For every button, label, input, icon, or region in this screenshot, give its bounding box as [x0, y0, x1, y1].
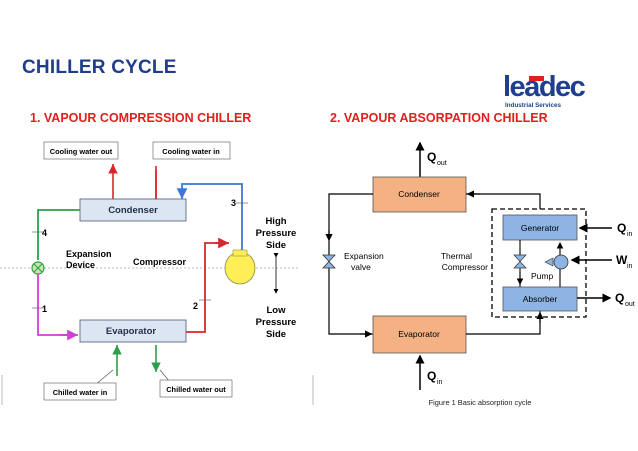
point-4-label: 4 [42, 228, 47, 238]
generator-to-condenser-line [466, 193, 541, 209]
logo-tagline: Industrial Services [505, 102, 561, 109]
q-in-bottom-sub: in [437, 379, 443, 386]
cooling-water-out-box [43, 141, 119, 160]
absorber-label: Absorber [523, 294, 558, 304]
cooling-water-in-box [152, 141, 231, 160]
q-out-top-sub: out [437, 160, 447, 167]
pump-nozzle [544, 257, 554, 267]
thermal-compressor-boundary [491, 208, 587, 318]
low-pressure-label-2: Pressure [256, 317, 297, 328]
q-in-generator-label: Q [617, 221, 626, 235]
chilled-water-in-box [43, 382, 117, 401]
compression-diagram: Cooling water out Cooling water in Conde… [0, 141, 300, 401]
generator-box [502, 214, 578, 241]
w-in-label: W [616, 253, 628, 267]
thermal-compressor-label-1: Thermal [441, 251, 472, 261]
point-3-label: 3 [231, 198, 236, 208]
expansion-valve-label-2: valve [351, 262, 371, 272]
pump-label: Pump [531, 271, 553, 281]
expansion-label-2: Device [66, 260, 95, 270]
w-in-sub: in [627, 263, 633, 270]
logo-accent-bar [529, 76, 544, 81]
expansion-valve-label-1: Expansion [344, 251, 384, 261]
expansion-label-1: Expansion [66, 249, 112, 259]
evaporator-label: Evaporator [106, 326, 156, 337]
suction-pipe [186, 242, 226, 333]
q-out-absorber-sub: out [625, 301, 635, 308]
evaporator-label-absorption: Evaporator [398, 329, 440, 339]
compressor-icon [224, 251, 256, 285]
cooling-water-in-label: Cooling water in [162, 147, 220, 156]
condenser-label-absorption: Condenser [398, 189, 440, 199]
subtitle-absorption: 2. VAPOUR ABSORPATION CHILLER [330, 111, 548, 125]
expansion-cross-b [33, 263, 43, 273]
q-out-absorber-label: Q [615, 291, 624, 305]
absorption-diagram: Q out Condenser Expansion valve Evaporat… [322, 141, 635, 407]
discharge-pipe [181, 183, 243, 252]
compressor-head [232, 249, 248, 257]
high-pressure-label-3: Side [266, 240, 286, 251]
low-pressure-label-3: Side [266, 329, 286, 340]
liquid-line-pipe [37, 209, 80, 260]
chilled-water-in-label: Chilled water in [53, 388, 108, 397]
q-out-top-label: Q [427, 150, 436, 164]
expansion-valve-icon [322, 254, 336, 269]
absorber-box [502, 286, 578, 312]
evaporator-box [79, 319, 187, 343]
point-2-label: 2 [193, 301, 198, 311]
chilled-water-out-label: Chilled water out [166, 385, 226, 394]
figure-caption: Figure 1 Basic absorption cycle [429, 398, 532, 407]
generator-label: Generator [521, 223, 559, 233]
point-1-label: 1 [42, 304, 47, 314]
logo-wordmark: leadec [503, 71, 586, 103]
low-pressure-label-1: Low [267, 305, 287, 316]
q-in-bottom-label: Q [427, 369, 436, 383]
chilled-water-in-leader [94, 369, 114, 386]
high-pressure-label-1: High [265, 216, 286, 227]
compressor-label: Compressor [133, 257, 187, 267]
high-pressure-label-2: Pressure [256, 228, 297, 239]
evaporator-to-absorber-line [466, 310, 541, 335]
leadec-logo: leadec Industrial Services [503, 71, 599, 110]
solution-valve-icon [513, 254, 527, 269]
condenser-label: Condenser [108, 205, 158, 216]
evaporator-box-absorption [372, 315, 467, 354]
q-in-generator-sub: in [627, 231, 633, 238]
subtitle-compression: 1. VAPOUR COMPRESSION CHILLER [30, 111, 252, 125]
chilled-water-out-box [159, 379, 233, 398]
thermal-compressor-label-2: Compressor [442, 262, 488, 272]
pump-icon [553, 254, 569, 270]
page-title: CHILLER CYCLE [22, 57, 177, 78]
cooling-water-out-label: Cooling water out [50, 147, 113, 156]
